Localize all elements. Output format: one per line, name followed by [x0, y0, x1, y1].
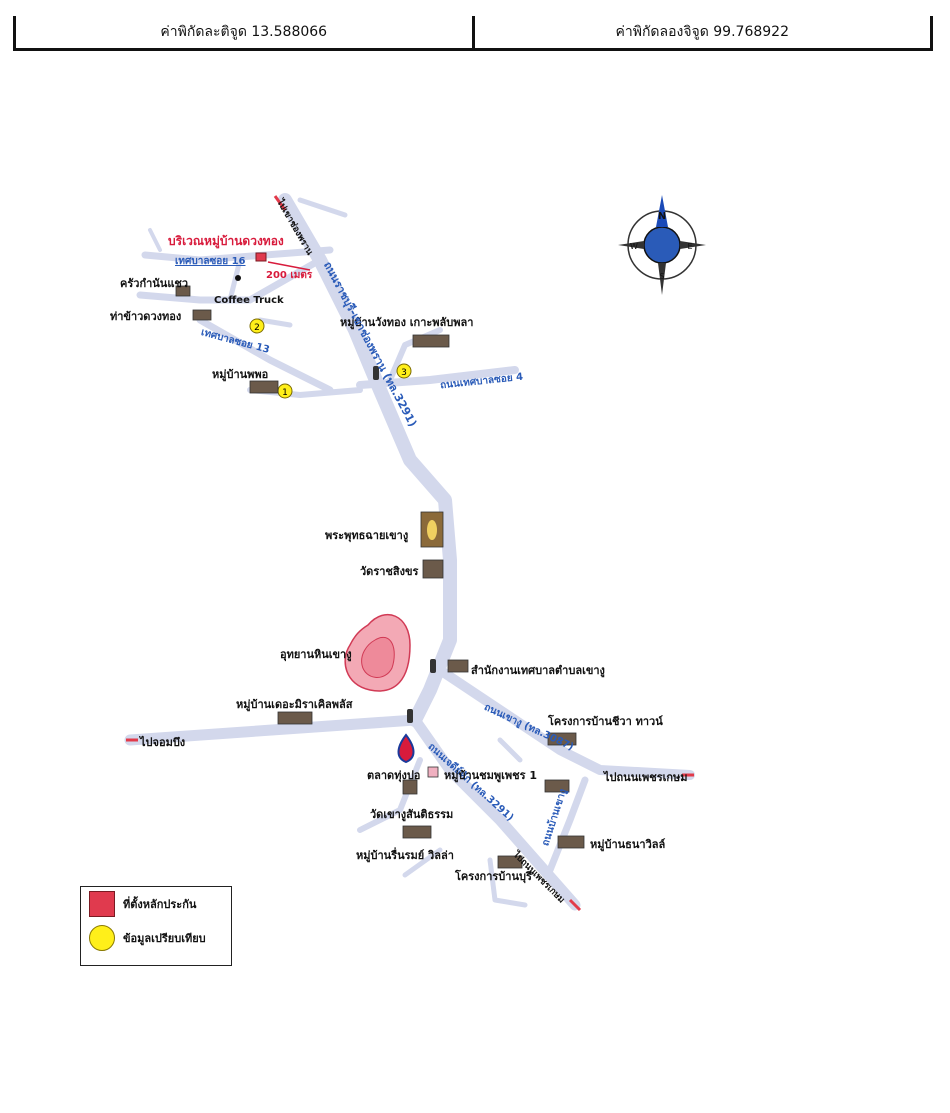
- map-legend: ที่ตั้งหลักประกัน ข้อมูลเปรียบเทียบ: [80, 886, 232, 966]
- compass-w: W: [630, 242, 638, 251]
- coordinate-bar: ค่าพิกัดละติจูด 13.588066 ค่าพิกัดลองจิจ…: [13, 16, 933, 51]
- place-watrat: วัดราชสิงขร: [360, 565, 419, 578]
- place-buddha: พระพุทธฉายเขางู: [325, 529, 409, 542]
- place-banburi: โครงการบ้านบุรี: [455, 870, 532, 883]
- compass-icon: N S W E: [618, 195, 706, 295]
- place-krua: ครัวกำนันแชว: [120, 277, 189, 290]
- latitude-label: ค่าพิกัดละติจูด 13.588066: [160, 24, 328, 40]
- dir-west: ไปจอมบึง: [140, 736, 186, 749]
- arrow-north-icon: [273, 195, 287, 211]
- place-market: ตลาดทุ่งปอ: [367, 769, 421, 782]
- dir-east: ไปถนนเพชรเกษม: [604, 771, 688, 784]
- place-wangthong: หมู่บ้านวังทอง เกาะพลับพลา: [340, 316, 474, 329]
- location-dot: [235, 275, 241, 281]
- legend-collateral-label: ที่ตั้งหลักประกัน: [123, 898, 197, 911]
- compare-markers: 1 2 3: [249, 318, 412, 399]
- marker-3: 3: [401, 368, 407, 378]
- traffic-light-icons: [373, 366, 436, 723]
- road-soi16: เทศบาลซอย 16: [175, 256, 246, 267]
- distance-label: 200 เมตร: [266, 270, 313, 281]
- place-office: สำนักงานเทศบาลตำบลเขางู: [471, 664, 605, 677]
- latitude-cell: ค่าพิกัดละติจูด 13.588066: [13, 16, 472, 48]
- collateral-marker: [255, 252, 267, 262]
- place-miracle: หมู่บ้านเดอะมิราเคิลพลัส: [236, 698, 353, 711]
- buddha-image: [420, 511, 444, 548]
- collateral-swatch: [89, 891, 115, 917]
- place-watkhao: วัดเขางูสันติธรรม: [370, 808, 454, 821]
- compass-e: E: [687, 242, 692, 251]
- place-thakhao: ท่าข้าวดวงทอง: [110, 310, 182, 323]
- place-thanavilla: หมู่บ้านธนาวิลล์: [590, 838, 666, 851]
- arrow-south-icon: [568, 898, 582, 912]
- place-park: อุทยานหินเขางู: [280, 648, 352, 661]
- longitude-label: ค่าพิกัดลองจิจูด 99.768922: [615, 24, 789, 40]
- gas-station-icon: [397, 733, 415, 764]
- legend-compare: ข้อมูลเปรียบเทียบ: [81, 921, 231, 955]
- park-area: [344, 614, 411, 692]
- marker-2: 2: [254, 323, 260, 333]
- marker-1: 1: [282, 388, 288, 398]
- place-phapho: หมู่บ้านพพอ: [212, 368, 269, 381]
- road-network: [124, 193, 695, 911]
- place-chomphu: หมู่บ้านชมพูเพชร 1: [444, 769, 538, 782]
- place-rueanrom: หมู่บ้านรื่นรมย์ วิลล่า: [356, 849, 454, 862]
- longitude-cell: ค่าพิกัดลองจิจูด 99.768922: [471, 16, 933, 48]
- compass-s: S: [659, 272, 664, 281]
- area-title: บริเวณหมู่บ้านดวงทอง: [168, 234, 284, 248]
- legend-compare-label: ข้อมูลเปรียบเทียบ: [123, 932, 206, 945]
- legend-collateral: ที่ตั้งหลักประกัน: [81, 887, 231, 921]
- compare-swatch: [89, 925, 115, 951]
- place-coffee: Coffee Truck: [214, 295, 284, 306]
- house-icons: [175, 285, 585, 869]
- compass-n: N: [658, 211, 666, 222]
- place-chewa: โครงการบ้านชีวา ทาวน์: [548, 715, 663, 728]
